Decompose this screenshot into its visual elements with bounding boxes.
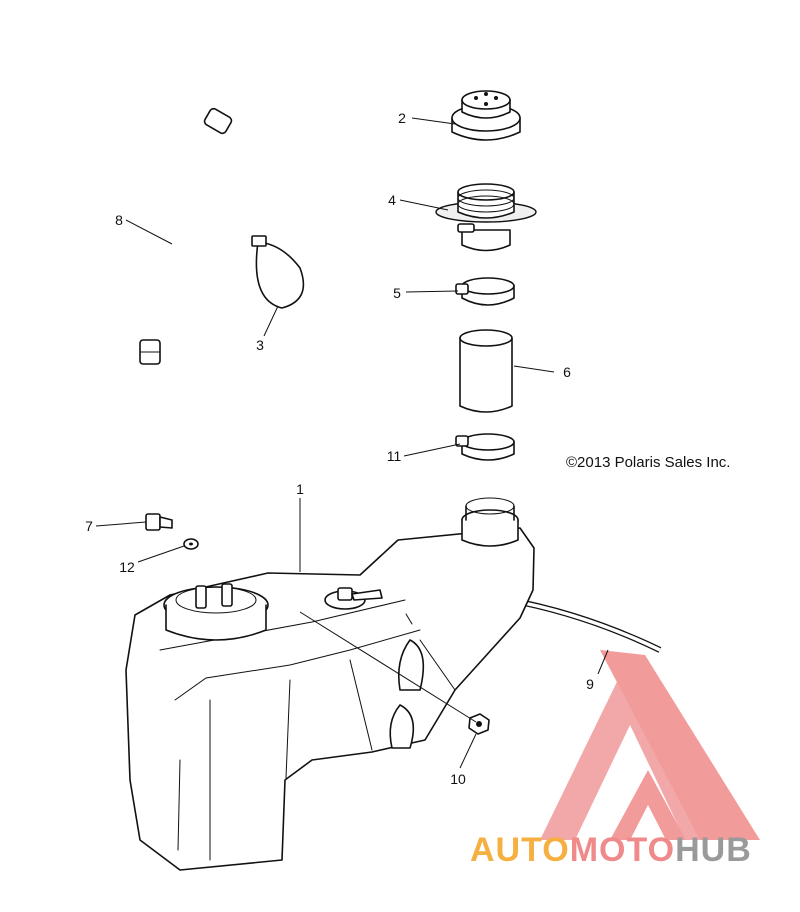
- callout-8: 8: [115, 212, 123, 228]
- callout-10: 10: [450, 771, 466, 787]
- watermark-moto: MOTO: [570, 831, 675, 869]
- nut: [468, 713, 490, 735]
- watermark-auto: AUTO: [470, 831, 570, 869]
- hose-clamp-lower: [455, 433, 515, 461]
- bolt: [145, 513, 173, 531]
- fuel-tank: [125, 497, 535, 871]
- washer: [183, 538, 199, 550]
- watermark-logo: [540, 650, 760, 840]
- callout-4: 4: [388, 192, 396, 208]
- callout-11: 11: [387, 448, 402, 464]
- watermark-text: AUTOMOTOHUB: [470, 831, 752, 869]
- callout-5: 5: [393, 285, 401, 301]
- callout-labels: 1 2 3 4 5 6 7 8 9 10 11 12: [85, 110, 594, 787]
- callout-6: 6: [563, 364, 571, 380]
- leader-lines: [95, 117, 609, 769]
- hose-clamp-upper: [455, 277, 515, 306]
- watermark-hub: HUB: [675, 831, 752, 869]
- fuel-cap: [451, 90, 521, 141]
- cable-strap: [251, 235, 305, 309]
- callout-7: 7: [85, 518, 93, 534]
- filler-hose: [459, 329, 513, 413]
- callout-3: 3: [256, 337, 264, 353]
- filler-neck: [435, 183, 537, 252]
- copyright-text: ©2013 Polaris Sales Inc.: [566, 454, 730, 471]
- callout-9: 9: [586, 676, 594, 692]
- callout-2: 2: [398, 110, 406, 126]
- callout-12: 12: [119, 559, 135, 575]
- callout-1: 1: [296, 481, 304, 497]
- vent-line: [139, 107, 243, 365]
